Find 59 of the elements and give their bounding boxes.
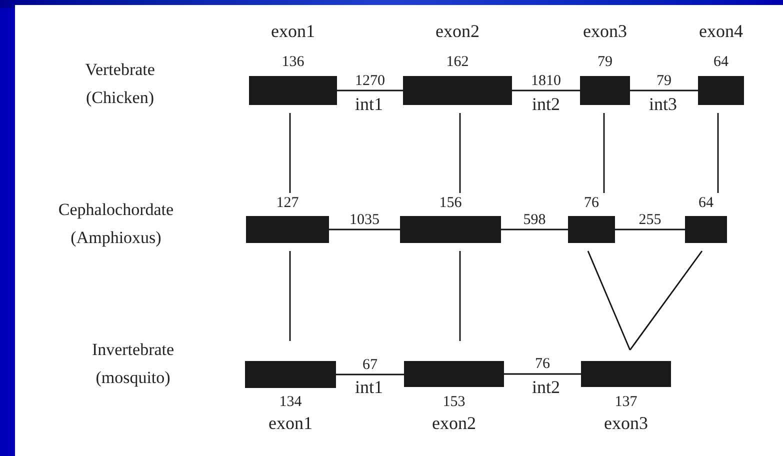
- exon-name: exon2: [431, 414, 477, 432]
- species-label: Invertebrate (mosquito): [90, 339, 176, 389]
- species-label: Cephalochordate (Amphioxus): [57, 199, 175, 249]
- exon-bar: [249, 76, 337, 105]
- exon-length: 153: [442, 395, 466, 410]
- exon-bar: [568, 216, 615, 243]
- intron-line: [615, 228, 685, 230]
- exon-name: exon4: [698, 22, 744, 40]
- intron-name: int1: [354, 95, 384, 113]
- exon-bar: [580, 76, 630, 105]
- exon-length: 64: [698, 196, 714, 211]
- intron-length: 67: [362, 358, 378, 372]
- exon-bar: [246, 216, 329, 243]
- exon-length: 136: [280, 55, 306, 70]
- intron-length: 79: [656, 74, 672, 88]
- connector-line: [629, 250, 703, 350]
- intron-line: [501, 228, 568, 230]
- species-label: Vertebrate (Chicken): [84, 59, 156, 109]
- intron-line: [337, 90, 403, 92]
- exon-name: exon1: [268, 414, 314, 432]
- connector-line: [459, 251, 461, 341]
- exon-name: exon1: [270, 22, 316, 40]
- connector-line: [587, 250, 631, 350]
- intron-line: [336, 374, 404, 376]
- exon-bar: [581, 361, 671, 387]
- exon-length: 162: [445, 55, 470, 70]
- intron-line: [329, 228, 400, 230]
- intron-line: [630, 90, 698, 92]
- exon-length: 156: [438, 196, 463, 211]
- intron-length: 1035: [348, 212, 380, 228]
- exon-name: exon3: [603, 414, 649, 432]
- intron-name: int2: [530, 378, 561, 396]
- exon-bar: [245, 361, 336, 388]
- connector-line: [603, 113, 605, 193]
- intron-line: [504, 373, 581, 375]
- connector-line: [289, 251, 291, 341]
- exon-bar: [698, 76, 744, 105]
- exon-bar: [685, 216, 727, 243]
- exon-bar: [404, 361, 504, 387]
- intron-name: int1: [354, 378, 384, 396]
- intron-line: [512, 90, 580, 92]
- exon-name: exon3: [582, 22, 628, 40]
- intron-length: 255: [638, 212, 662, 228]
- connector-line: [459, 113, 461, 193]
- exon-length: 79: [596, 55, 614, 70]
- intron-name: int3: [648, 95, 678, 113]
- exon-length: 64: [712, 55, 730, 70]
- exon-bar: [400, 216, 501, 243]
- exon-length: 137: [614, 395, 638, 410]
- exon-length: 76: [583, 196, 600, 211]
- intron-name: int2: [530, 95, 561, 113]
- connector-line: [717, 113, 719, 193]
- exon-length: 127: [275, 196, 300, 211]
- intron-length: 1810: [530, 74, 562, 88]
- connector-line: [289, 113, 291, 193]
- exon-name: exon2: [434, 22, 480, 40]
- exon-length: 134: [278, 395, 303, 410]
- intron-length: 1270: [354, 74, 386, 88]
- exon-bar: [403, 76, 512, 105]
